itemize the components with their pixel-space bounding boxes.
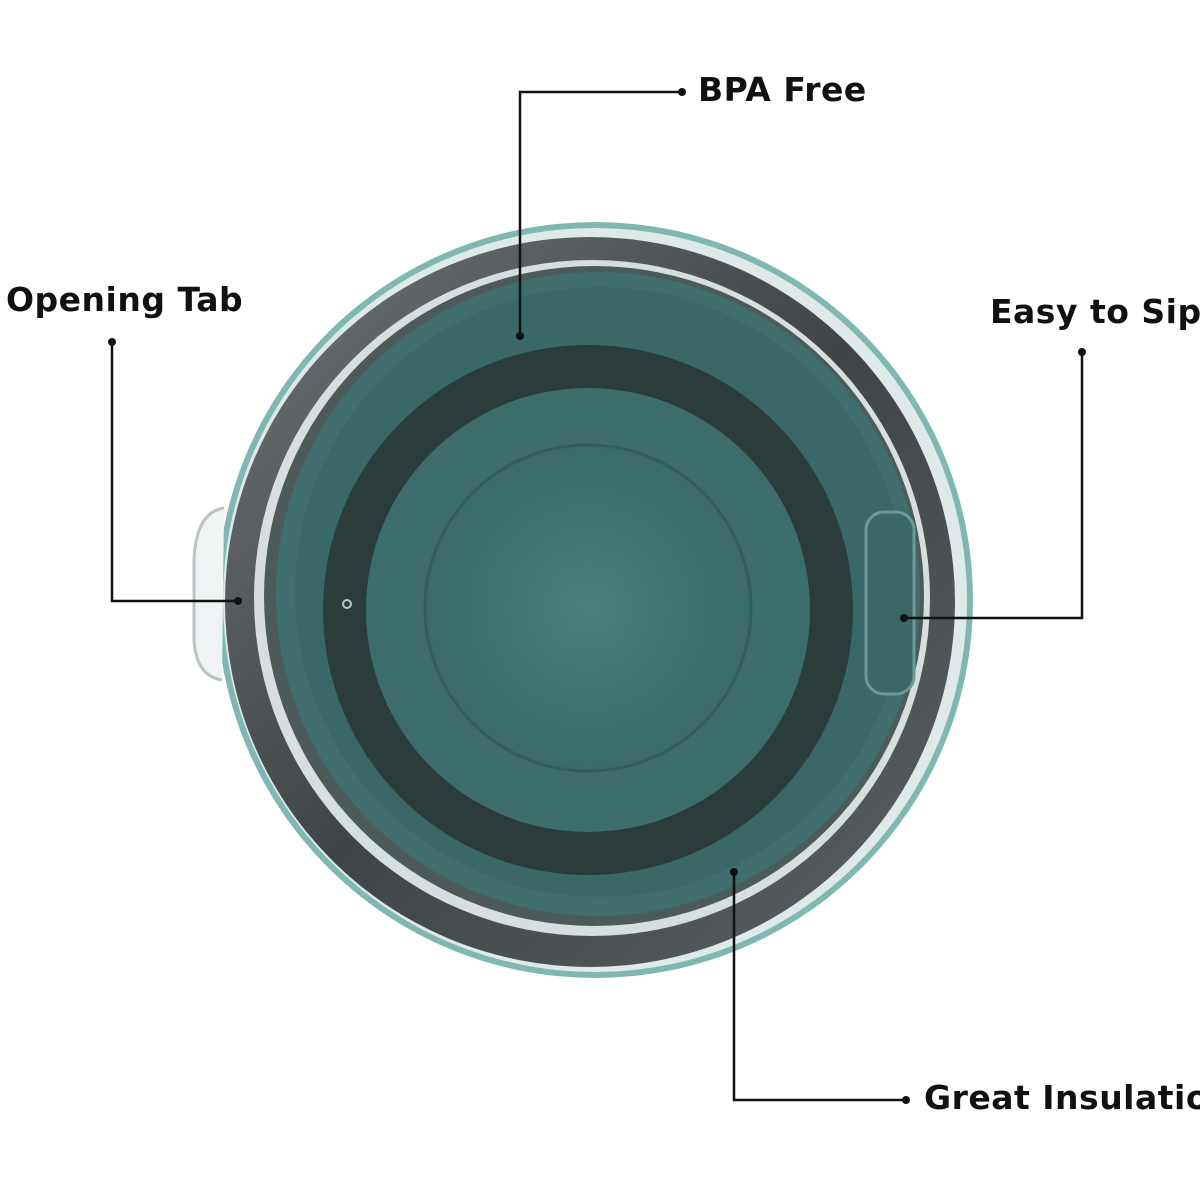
great-insulation-dot-label: [902, 1096, 910, 1104]
opening-tab-dot-lid: [234, 597, 242, 605]
great-insulation-leader: [732, 872, 906, 1102]
bpa-free-leader: [518, 90, 682, 336]
opening-tab-label: Opening Tab: [6, 280, 244, 319]
easy-to-sip-dot-lid: [900, 614, 908, 622]
callout-dots: [108, 88, 1086, 1104]
opening-tab-dot-label: [108, 338, 116, 346]
callout-lines: [110, 90, 1084, 1102]
great-insulation-label: Great Insulation: [924, 1078, 1200, 1117]
opening-tab-leader: [110, 342, 238, 603]
easy-to-sip-leader: [904, 352, 1084, 620]
lid-center-disc: [423, 443, 753, 773]
great-insulation-dot-lid: [730, 868, 738, 876]
easy-to-sip-label: Easy to Sip: [990, 292, 1200, 331]
opening-tab: [192, 506, 225, 682]
sip-opening: [864, 510, 916, 696]
vent-hole: [342, 599, 352, 609]
bpa-free-dot-label: [678, 88, 686, 96]
easy-to-sip-dot-label: [1078, 348, 1086, 356]
bpa-free-dot-lid: [516, 332, 524, 340]
bpa-free-label: BPA Free: [698, 70, 867, 109]
